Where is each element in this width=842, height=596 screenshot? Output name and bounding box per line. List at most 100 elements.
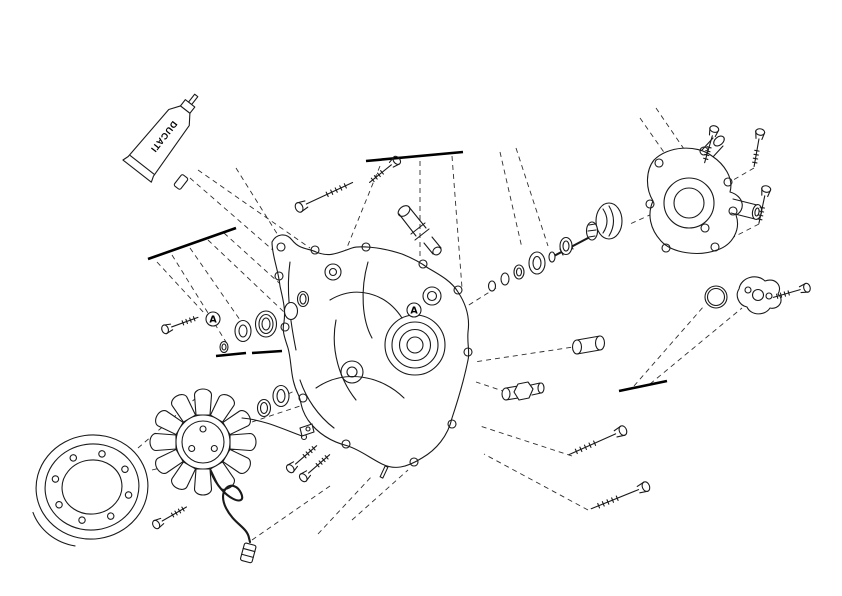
flywheel-bolt-hole [78, 516, 86, 524]
wire-clamp [299, 423, 315, 437]
cover-bolt-hole [453, 285, 463, 295]
tube-cap [173, 174, 189, 190]
cover-bolt-hole [418, 259, 428, 269]
cover-bolt-hole [361, 242, 371, 252]
stator-mount-hole [210, 444, 218, 453]
pump-bolt-hole [723, 177, 733, 187]
cover-boss [346, 366, 358, 378]
stator-coils [149, 388, 257, 496]
leader-line [156, 261, 206, 315]
flywheel-bolt-hole [106, 512, 115, 520]
screw-icon [150, 502, 190, 531]
leader-line [189, 247, 248, 331]
cover-rib [315, 376, 405, 399]
screw-icon [588, 480, 652, 514]
reference-line [215, 351, 247, 358]
leader-line [499, 151, 523, 249]
washer [515, 267, 523, 277]
flange-port [751, 288, 765, 302]
pump-cavity [422, 286, 442, 306]
screw-icon [293, 177, 356, 215]
leader-line [629, 213, 653, 225]
marker-a-left: A [205, 311, 221, 327]
leader-lines [137, 107, 760, 541]
leader-line [655, 107, 687, 153]
flywheel-rim-depth [32, 511, 76, 547]
shaft-end [548, 251, 556, 263]
washer [259, 401, 269, 415]
cover-bolt-hole [276, 242, 286, 252]
reference-line [147, 226, 237, 261]
flywheel-face [44, 443, 140, 531]
stator-mount-hole [199, 425, 207, 433]
bearing [238, 324, 248, 338]
washer [221, 343, 227, 351]
screw-icon [566, 424, 629, 460]
cover-screws-long [566, 424, 652, 514]
pump-volute [673, 187, 705, 219]
cover-outline [271, 234, 470, 468]
leader-line [515, 147, 549, 247]
leader-line [473, 345, 581, 363]
cover-bolt-hole [409, 457, 419, 467]
wire-connector [239, 542, 257, 564]
leader-line [633, 305, 705, 387]
bearing [234, 319, 252, 343]
screw-icon [284, 441, 321, 475]
leader-line [723, 223, 760, 243]
cover-rib [362, 261, 373, 339]
flange-outline [736, 276, 782, 315]
bearing-group-left: A [159, 290, 310, 418]
pump-volute [663, 177, 715, 229]
mech-seal [559, 236, 573, 256]
pump-bolt-hole [654, 158, 664, 168]
pump-bolt-hole [661, 243, 671, 253]
sealant-tube: DUCATI [122, 93, 199, 183]
cover-bolt-hole [463, 347, 473, 357]
bearing [276, 388, 286, 404]
pump-bearing [528, 251, 546, 275]
snap-ring [283, 301, 299, 321]
leader-line [479, 425, 573, 457]
cover-rib [329, 291, 403, 319]
spacer-bushing [571, 335, 606, 355]
leader-line [197, 169, 311, 249]
leader-line [639, 117, 669, 159]
stator-assembly [149, 388, 315, 564]
leader-line [171, 254, 227, 343]
cover-bolt-hole [447, 419, 457, 429]
water-pump-cover [645, 135, 763, 254]
marker-a-cover-label: A [410, 306, 418, 317]
stator-core [175, 414, 231, 470]
cover-boss [340, 360, 364, 384]
leader-line [345, 165, 381, 251]
breather-fitting [397, 205, 442, 256]
cover-boss [328, 267, 338, 277]
cover-bolt-hole [341, 439, 351, 449]
wire-clamp-hole [305, 426, 311, 432]
marker-a-cover: A [406, 302, 422, 318]
flange-bolt-hole [744, 286, 752, 294]
leader-line [317, 475, 373, 535]
leader-line [351, 469, 409, 521]
pump-cavity [426, 290, 438, 302]
crank-bore [391, 321, 439, 369]
cover-bolt-hole [274, 271, 284, 281]
leader-line [189, 177, 283, 259]
flywheel-bolt-hole [121, 465, 129, 473]
leader-line [649, 307, 743, 385]
leader-line [451, 155, 463, 289]
washer [256, 398, 272, 418]
circlip [487, 280, 497, 292]
reference-line [618, 379, 668, 393]
washer [219, 340, 229, 354]
flange-bolt-hole [765, 292, 773, 300]
reference-lines [147, 150, 668, 393]
pump-bolt-hole [728, 206, 738, 216]
pump-drain-hole [700, 223, 710, 233]
stator-core [181, 420, 225, 464]
cover-inner-contour [299, 379, 335, 429]
pump-bolt-hole [710, 242, 720, 252]
pump-bolt-hole [645, 199, 655, 209]
